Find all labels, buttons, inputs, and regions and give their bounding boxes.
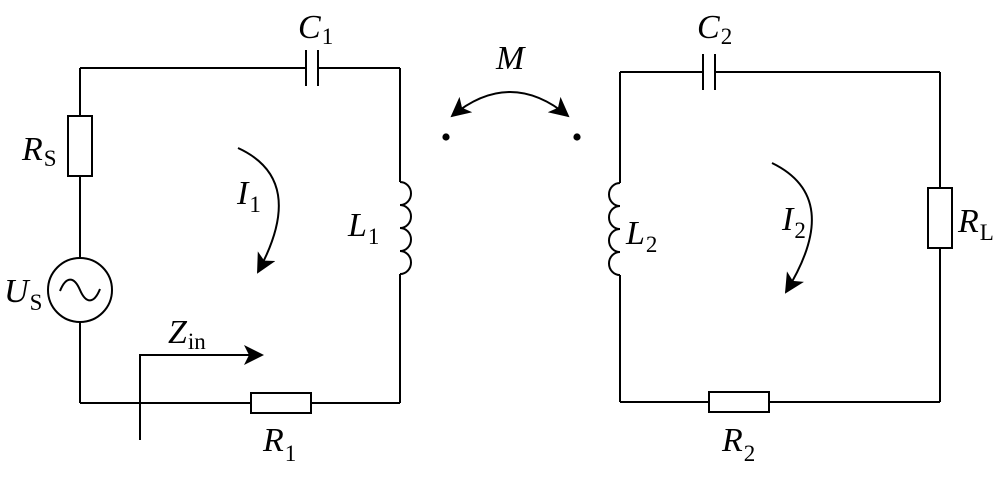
resistor-icon bbox=[927, 187, 953, 249]
resistor-icon bbox=[250, 392, 312, 414]
current-arrow-icon bbox=[237, 147, 280, 274]
label-m: M bbox=[495, 40, 526, 77]
inductor-icon bbox=[608, 182, 621, 276]
zin-arrow bbox=[139, 345, 264, 440]
inductor-icon bbox=[399, 181, 412, 275]
coupling-arrow-icon bbox=[450, 91, 570, 118]
label-zin: Zin bbox=[168, 314, 206, 354]
label-c1: C1 bbox=[298, 9, 333, 49]
capacitor-icon bbox=[305, 50, 319, 86]
label-us: US bbox=[4, 273, 42, 315]
secondary-loop bbox=[608, 54, 953, 413]
label-l2: L2 bbox=[625, 215, 657, 257]
label-rl: RL bbox=[957, 203, 994, 245]
label-c2: C2 bbox=[697, 9, 732, 49]
label-r2: R2 bbox=[721, 422, 755, 466]
coupling bbox=[442, 91, 581, 141]
dot-marker-icon bbox=[573, 133, 581, 141]
label-r1: R1 bbox=[262, 422, 296, 466]
label-i2: I2 bbox=[781, 201, 806, 243]
ac-source-icon bbox=[47, 257, 113, 323]
label-rs: RS bbox=[21, 131, 57, 171]
dot-marker-icon bbox=[442, 133, 450, 141]
label-i1: I1 bbox=[236, 175, 261, 217]
primary-loop bbox=[47, 50, 412, 440]
capacitor-icon bbox=[702, 54, 716, 90]
resistor-icon bbox=[67, 115, 93, 177]
current-arrow-icon bbox=[771, 162, 813, 294]
label-l1: L1 bbox=[347, 207, 379, 249]
resistor-icon bbox=[708, 391, 770, 413]
